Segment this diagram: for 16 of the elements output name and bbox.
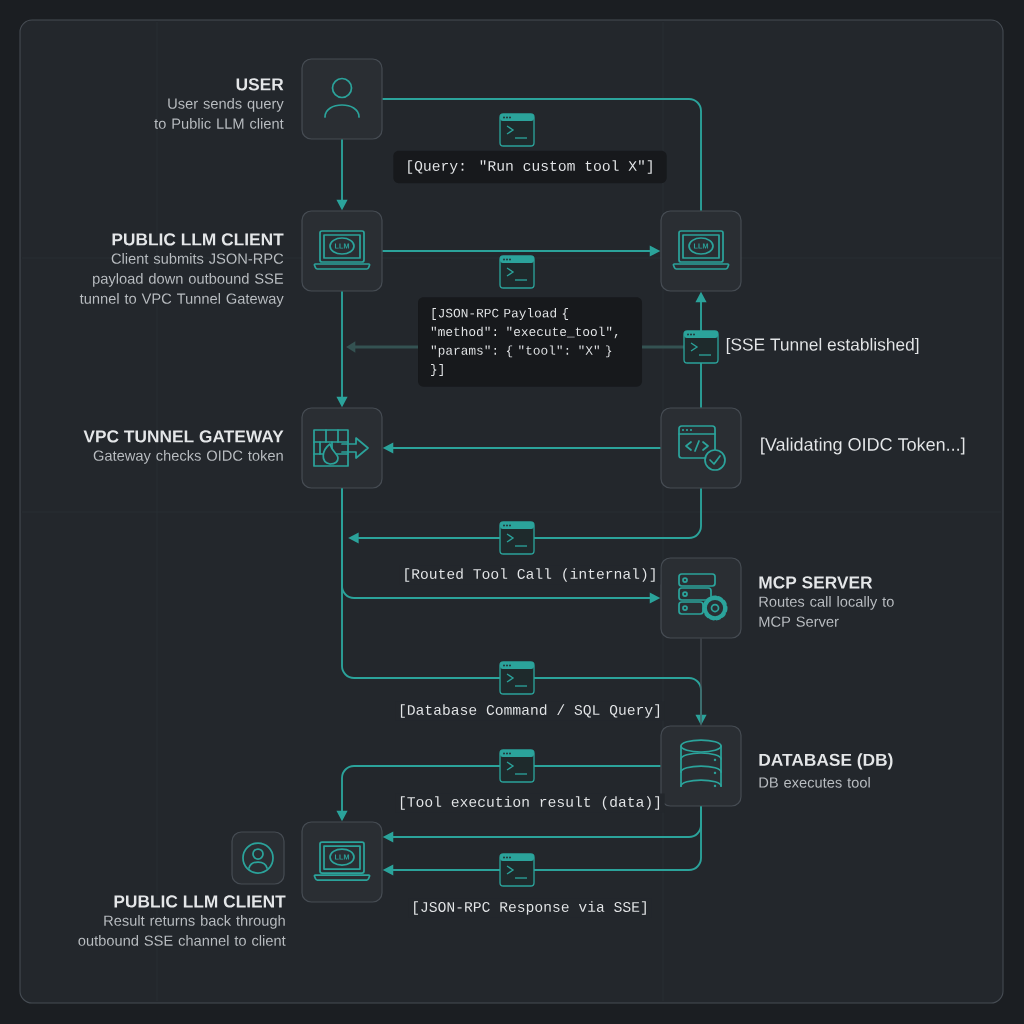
box-description: Gateway checks OIDC token xyxy=(93,450,283,464)
box-heading: PUBLIC LLM CLIENT xyxy=(114,895,286,908)
box-description: Client submits JSON-RPC payload down outbound SSE tunnel to VPC Tunnel Gateway xyxy=(79,253,284,307)
box-description: Routes call locally to MCP Server xyxy=(759,596,894,627)
box-heading: VPC TUNNEL GATEWAY xyxy=(83,430,284,443)
box-description: User sends query to Public LLM client xyxy=(154,98,284,129)
edge-label: [SSE Tunnel established] xyxy=(726,337,919,355)
box-description: DB executes tool xyxy=(759,776,870,788)
box-description: Result returns back through outbound SSE channel to client xyxy=(78,915,286,946)
box-heading: USER xyxy=(236,78,284,91)
edge-label: [JSON-RPC Payload { "method": "execute_tool", "params": { "tool": "X" } }] xyxy=(418,297,642,387)
box-heading: MCP SERVER xyxy=(759,576,873,589)
status-text: [Validating OIDC Token...] xyxy=(761,437,965,455)
box-heading: DATABASE (DB) xyxy=(759,753,893,770)
edge-label: [Query: "Run custom tool X"] xyxy=(393,150,667,184)
box-heading: PUBLIC LLM CLIENT xyxy=(112,233,284,246)
